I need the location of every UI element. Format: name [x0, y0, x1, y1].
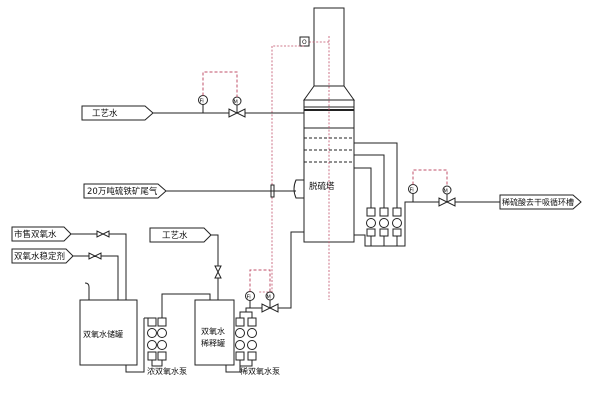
process-water-mid-label: 工艺水 — [162, 230, 188, 241]
flue-gas-label: 20万吨硫铁矿尾气 — [87, 186, 158, 197]
dilute-h2o2-feed-to-tower: Fi M — [239, 231, 304, 318]
process-water-top-label: 工艺水 — [92, 108, 118, 119]
h2o2-stabilizer-pipe — [73, 255, 119, 300]
process-water-mid-stream: 工艺水 — [149, 227, 222, 300]
dilute-acid-valve-tag: M — [444, 189, 448, 195]
storage-tank-outlet-pipe — [125, 360, 145, 373]
spray-feed-upper — [354, 142, 398, 208]
recirculation-pump-3 — [392, 207, 402, 237]
commercial-h2o2-valve — [96, 230, 110, 238]
storage-tank-label: 双氧水储罐 — [83, 329, 123, 339]
flue-gas-flag — [83, 183, 167, 199]
dilute-h2o2-control-loop — [249, 269, 271, 292]
h2o2-stabilizer-valve — [88, 252, 102, 260]
recirculation-suction-header — [354, 230, 406, 247]
commercial-h2o2-stream: 市售双氧水 — [11, 226, 127, 300]
dilute-acid-pipe — [404, 201, 500, 230]
h2o2-stabilizer-stream: 双氧水稳定剂 — [11, 248, 119, 300]
h2o2-dilution-tank: 双氧水 稀释罐 — [194, 299, 235, 366]
dilute-pump-group: 稀双氧水泵 — [235, 317, 280, 376]
process-water-top-stream: 工艺水 Fi M — [81, 71, 304, 121]
dilute-h2o2-valve-actuator — [265, 291, 275, 301]
tower-gas-inlet — [293, 179, 305, 199]
concentrated-pump-1 — [147, 317, 157, 361]
storage-tank-vent — [84, 282, 90, 300]
h2o2-storage-tank: 双氧水储罐 — [79, 282, 138, 366]
dilute-h2o2-feed-pipe — [245, 231, 304, 312]
commercial-h2o2-pipe — [71, 233, 127, 300]
dilute-acid-valve-actuator — [442, 185, 452, 195]
dilute-h2o2-flow-meter-tag: Fi — [247, 295, 252, 301]
dilution-tank-label-2: 稀释罐 — [201, 338, 225, 348]
dilute-acid-flag — [499, 194, 582, 210]
dilute-acid-outlet-stream: Fi M 稀硫酸去干吸循环槽 — [404, 169, 582, 230]
h2o2-stabilizer-label: 双氧水稳定剂 — [14, 251, 65, 262]
concentrated-pump-2 — [157, 317, 167, 361]
spray-feed-lower — [354, 167, 372, 208]
storage-tank-body — [79, 299, 138, 366]
dilute-acid-flow-meter-tag: Fi — [410, 188, 415, 194]
tower-top-analyzer-tag: O — [302, 39, 307, 46]
dilute-pump-label: 稀双氧水泵 — [240, 366, 280, 376]
dilute-pump-1 — [235, 317, 245, 361]
recirculation-pump-group — [354, 142, 406, 247]
h2o2-stabilizer-flag — [11, 248, 74, 264]
process-water-flow-meter-tag: Fi — [200, 99, 205, 105]
dilution-tank-body — [194, 299, 235, 366]
dilute-pump-2 — [247, 317, 257, 361]
concentrated-pump-group: 浓双氧水泵 — [147, 317, 187, 376]
dilution-tank-label-1: 双氧水 — [201, 326, 225, 336]
process-water-control-loop — [202, 71, 238, 97]
recirculation-pump-1 — [366, 207, 376, 237]
flue-gas-stream: 20万吨硫铁矿尾气 — [83, 183, 296, 199]
dilute-h2o2-valve-tag: M — [267, 295, 271, 301]
dilute-acid-label: 稀硫酸去干吸循环槽 — [502, 197, 574, 207]
process-water-top-flag — [81, 105, 154, 121]
concentrated-pump-label: 浓双氧水泵 — [147, 366, 187, 376]
process-water-valve-tag: M — [234, 100, 238, 106]
tower-label: 脱硫塔 — [309, 181, 335, 192]
process-water-mid-valve — [214, 265, 222, 279]
recirculation-pump-2 — [379, 207, 389, 237]
commercial-h2o2-flag — [11, 226, 72, 242]
dilute-acid-control-loop — [412, 169, 448, 186]
spray-feed-middle — [354, 154, 385, 208]
process-water-mid-flag — [149, 227, 212, 243]
commercial-h2o2-label: 市售双氧水 — [14, 229, 57, 240]
tower-top-analyzer — [299, 36, 310, 47]
